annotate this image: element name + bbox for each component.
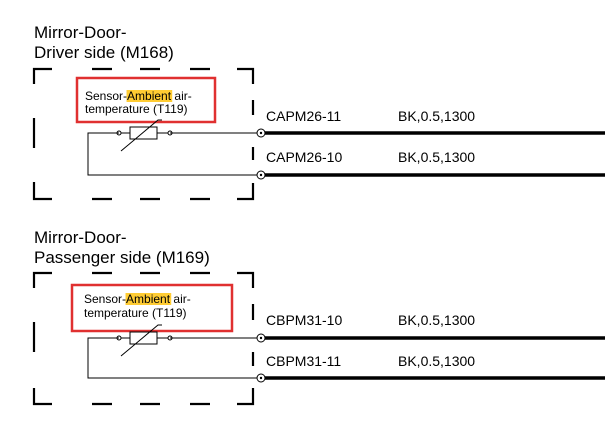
internal-wire-bottom [87,337,257,379]
sensor-label-line2: temperature (T119) [85,102,188,116]
wire-spec-label: BK,0.5,1300 [398,149,475,165]
wire-spec-label: BK,0.5,1300 [398,353,475,369]
sensor-label-suffix: air- [170,292,191,306]
internal-wire-bottom [87,132,257,176]
wire-spec-label: BK,0.5,1300 [398,108,475,124]
sensor-label-highlight: Ambient [127,89,172,103]
component-frame [32,67,255,201]
pin-connector [256,128,266,138]
component-m169: Mirror-Door- Passenger side (M169) Senso… [32,228,605,406]
component-m168: Mirror-Door- Driver side (M168) Sensor-A… [32,23,605,201]
wire-pin-label: CBPM31-11 [266,353,341,369]
text-highlight [125,293,172,305]
wire-pin-label: CAPM26-11 [266,108,341,124]
component-title-line2: Driver side (M168) [34,43,174,62]
wire-spec-label: BK,0.5,1300 [398,312,475,328]
thermistor-symbol [116,324,173,357]
sensor-label-line1: Sensor-Ambient air- [84,292,191,306]
component-title-line1: Mirror-Door- [34,228,127,247]
sensor-label-prefix: Sensor- [84,292,126,306]
text-highlight [126,90,173,102]
pin-connector [256,170,266,180]
component-title-line2: Passenger side (M169) [34,248,210,267]
wire-pin-label: CBPM31-10 [266,312,342,328]
sensor-highlight-box [75,76,217,124]
thermistor-symbol [116,119,173,152]
pin-connector [256,333,266,343]
wire-pin-label: CAPM26-10 [266,149,342,165]
pin-connector [256,373,266,383]
sensor-highlight-box [70,283,234,333]
component-frame [32,271,255,406]
sensor-label-line1: Sensor-Ambient air- [85,89,192,103]
component-title-line1: Mirror-Door- [34,23,127,42]
sensor-label-highlight: Ambient [126,292,171,306]
sensor-label-line2: temperature (T119) [84,306,187,320]
sensor-label-suffix: air- [171,89,192,103]
sensor-label-prefix: Sensor- [85,89,127,103]
